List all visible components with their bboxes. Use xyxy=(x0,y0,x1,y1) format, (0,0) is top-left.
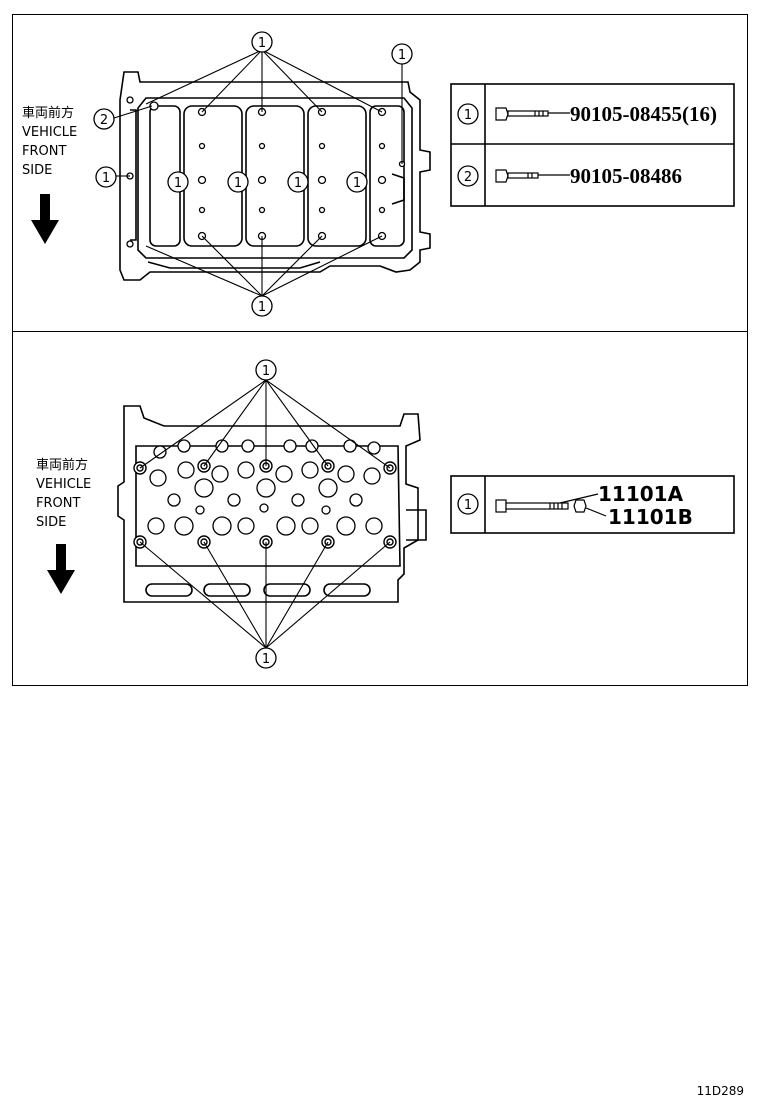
part-code-11101B: 11101B xyxy=(608,505,693,529)
top-leader-lines xyxy=(113,49,403,297)
svg-text:1: 1 xyxy=(262,364,270,379)
top-parts-table xyxy=(450,83,735,207)
bottom-leader-lines xyxy=(139,379,391,649)
callout-1-left: 1 xyxy=(95,166,117,188)
callout-1-c: 1 xyxy=(287,171,309,193)
callout-1-right: 1 xyxy=(391,43,413,65)
part-code-90105-08486: 90105-08486 xyxy=(570,164,682,188)
svg-text:2: 2 xyxy=(100,113,108,128)
vehicle-front-side-label: 車両前方 VEHICLE FRONT SIDE xyxy=(36,456,91,532)
label-line: SIDE xyxy=(36,515,67,530)
svg-text:1: 1 xyxy=(294,176,302,191)
svg-text:2: 2 xyxy=(464,170,472,185)
svg-text:1: 1 xyxy=(464,108,472,123)
label-line: FRONT xyxy=(22,144,67,159)
callout-1-bottom: 1 xyxy=(251,295,273,317)
lower-block-bolts xyxy=(126,96,406,248)
part-code-11101A: 11101A xyxy=(598,482,684,506)
svg-text:1: 1 xyxy=(353,176,361,191)
bottom-panel xyxy=(12,331,748,686)
svg-text:1: 1 xyxy=(174,176,182,191)
front-arrow-icon xyxy=(47,544,75,594)
figure-id: 11D289 xyxy=(696,1084,744,1098)
part-code-90105-08455: 90105-08455(16) xyxy=(570,102,717,126)
front-arrow-icon xyxy=(31,194,59,244)
vehicle-front-side-label: 車両前方 VEHICLE FRONT SIDE xyxy=(22,104,77,180)
svg-text:1: 1 xyxy=(258,300,266,315)
label-line: FRONT xyxy=(36,496,81,511)
bottom-callouts: 1 1 xyxy=(255,359,277,669)
top-parts-callouts: 1 2 xyxy=(457,103,479,187)
head-bolt-icon xyxy=(495,493,607,517)
svg-text:1: 1 xyxy=(102,171,110,186)
svg-text:1: 1 xyxy=(234,176,242,191)
label-line: VEHICLE xyxy=(22,125,78,140)
svg-text:1: 1 xyxy=(262,652,270,667)
cylinder-head-ports xyxy=(147,439,383,536)
label-line: SIDE xyxy=(22,163,53,178)
callout-1-top: 1 xyxy=(251,31,273,53)
bolt-icon xyxy=(495,169,570,183)
table-callout-1: 1 xyxy=(457,493,479,515)
callout-1-top: 1 xyxy=(255,359,277,381)
lower-block-illustration xyxy=(119,71,431,281)
svg-text:1: 1 xyxy=(258,36,266,51)
label-line: 車両前方 xyxy=(36,458,89,473)
svg-text:1: 1 xyxy=(398,48,406,63)
callout-1-a: 1 xyxy=(167,171,189,193)
bolt-icon xyxy=(495,107,570,121)
label-line: VEHICLE xyxy=(36,477,92,492)
callout-1-bottom: 1 xyxy=(255,647,277,669)
callout-1-d: 1 xyxy=(346,171,368,193)
callout-2-left: 2 xyxy=(93,108,115,130)
callout-1-b: 1 xyxy=(227,171,249,193)
bottom-parts-table xyxy=(450,475,735,534)
svg-text:1: 1 xyxy=(464,498,472,513)
label-line: 車両前方 xyxy=(22,106,75,121)
table-callout-1: 1 xyxy=(457,103,479,125)
top-callouts: 1 1 2 1 1 1 1 1 1 xyxy=(93,31,413,317)
table-callout-2: 2 xyxy=(457,165,479,187)
